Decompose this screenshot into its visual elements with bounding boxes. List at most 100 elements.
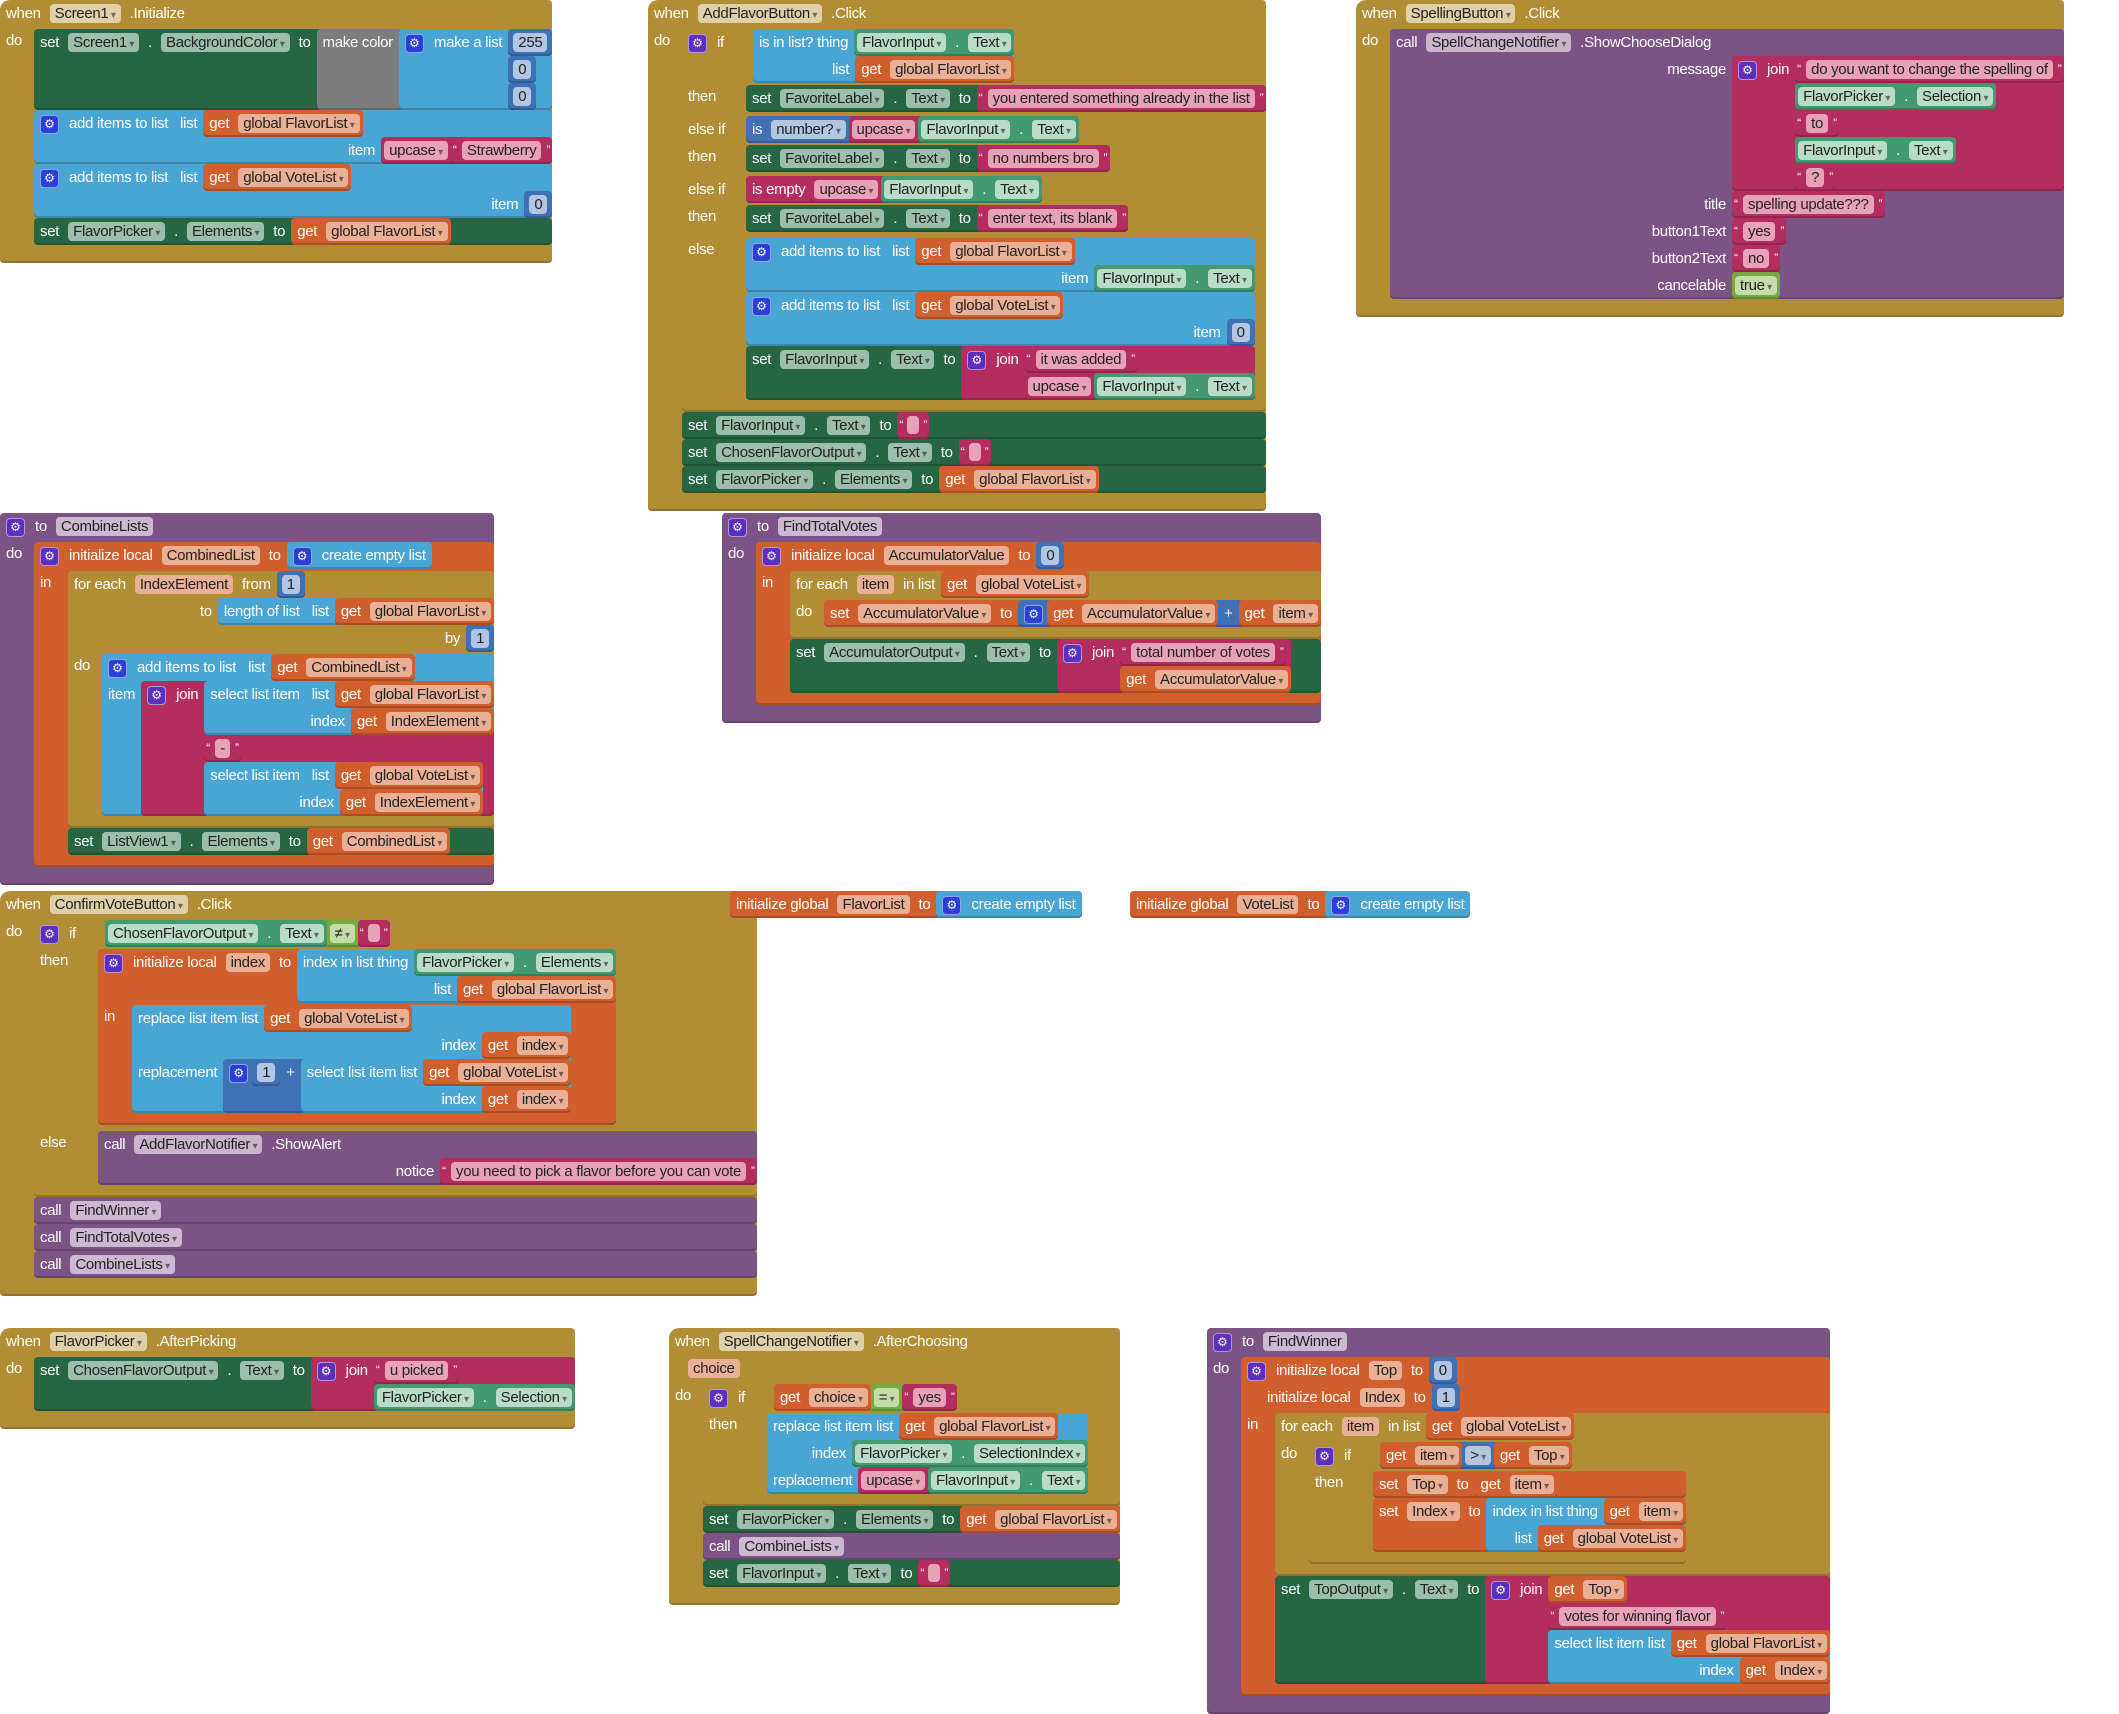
- field-name[interactable]: IndexElement: [134, 575, 233, 594]
- text-string-block[interactable]: “you entered something already in the li…: [976, 85, 1266, 112]
- mutator-gear-icon[interactable]: ⚙: [942, 896, 962, 915]
- mutator-gear-icon[interactable]: ⚙: [688, 34, 707, 53]
- field-name[interactable]: FindWinner: [1262, 1332, 1347, 1351]
- field-dropdown[interactable]: Text: [967, 33, 1012, 52]
- variable-block[interactable]: setAccumulatorValueto⚙getAccumulatorValu…: [824, 600, 1321, 627]
- field-name[interactable]: AccumulatorValue: [883, 546, 1010, 565]
- string-field[interactable]: spelling update???: [1743, 195, 1874, 214]
- mutator-gear-icon[interactable]: ⚙: [40, 925, 59, 944]
- field-dropdown[interactable]: FlavorInput: [921, 120, 1011, 139]
- mutator-gear-icon[interactable]: ⚙: [316, 1362, 336, 1381]
- text-string-block[interactable]: “-”: [204, 735, 241, 762]
- mutator-gear-icon[interactable]: ⚙: [40, 169, 59, 188]
- text-string-block[interactable]: “votes for winning flavor”: [1548, 1603, 1727, 1630]
- text-string-block[interactable]: “yes”: [902, 1384, 957, 1411]
- component_get-block[interactable]: FlavorInput.Text: [918, 116, 1079, 143]
- number-block[interactable]: 0: [1226, 319, 1255, 346]
- field-dropdown[interactable]: FlavorPicker: [49, 1332, 147, 1351]
- field-dropdown[interactable]: IndexElement: [385, 712, 492, 731]
- mutator-gear-icon[interactable]: ⚙: [104, 954, 123, 973]
- field-dropdown[interactable]: ListView1: [102, 832, 181, 851]
- control-block[interactable]: ⚙ifgetitem>getTopthensetToptogetitemsetI…: [1309, 1442, 1686, 1564]
- field-dropdown[interactable]: item: [1273, 604, 1318, 623]
- operator-dropdown[interactable]: >: [1465, 1446, 1491, 1465]
- text-block[interactable]: ⚙join“u picked”FlavorPicker.Selection: [310, 1357, 575, 1411]
- field-name[interactable]: Index: [1359, 1388, 1405, 1407]
- logic-block[interactable]: true: [1732, 272, 1780, 299]
- field-dropdown[interactable]: AccumulatorOutput: [824, 643, 965, 662]
- empty-string-field[interactable]: [928, 1564, 941, 1582]
- number-field[interactable]: 1: [257, 1063, 276, 1082]
- number-field[interactable]: 1: [471, 629, 490, 648]
- list-block[interactable]: is in list? thingFlavorInput.Textlistget…: [753, 29, 1015, 83]
- field-dropdown[interactable]: global VoteList: [238, 168, 349, 187]
- field-dropdown[interactable]: choice: [808, 1388, 868, 1407]
- field-dropdown[interactable]: global VoteList: [369, 766, 481, 785]
- component_get-block[interactable]: FlavorInput.Text: [928, 1467, 1089, 1494]
- field-dropdown[interactable]: FlavorPicker: [376, 1388, 474, 1407]
- text-string-block[interactable]: “Strawberry”: [450, 137, 553, 164]
- string-field[interactable]: to: [1806, 114, 1829, 133]
- field-dropdown[interactable]: Elements: [834, 470, 913, 489]
- field-dropdown[interactable]: Top: [1528, 1446, 1570, 1465]
- text-string-block[interactable]: “you need to pick a flavor before you ca…: [440, 1158, 758, 1185]
- field-dropdown[interactable]: FavoriteLabel: [780, 149, 885, 168]
- component_get-block[interactable]: FlavorPicker.Selection: [373, 1384, 575, 1411]
- field-dropdown[interactable]: Text: [1414, 1580, 1459, 1599]
- field-name[interactable]: VoteList: [1237, 895, 1299, 914]
- empty-string-field[interactable]: [968, 443, 981, 461]
- field-dropdown[interactable]: Text: [906, 149, 950, 168]
- component_get-block[interactable]: FlavorInput.Text: [1795, 137, 1956, 164]
- field-dropdown[interactable]: global FlavorList: [326, 222, 448, 241]
- mutator-gear-icon[interactable]: ⚙: [40, 115, 59, 134]
- text-string-block[interactable]: “total number of votes”: [1120, 639, 1286, 666]
- number-field[interactable]: 1: [1436, 1388, 1455, 1407]
- text-string-block[interactable]: “no”: [1732, 245, 1781, 272]
- field-dropdown[interactable]: upcase: [384, 141, 448, 160]
- field-dropdown[interactable]: CombinedList: [341, 832, 447, 851]
- text-string-block[interactable]: “spelling update???”: [1732, 191, 1885, 218]
- field-dropdown[interactable]: number?: [771, 120, 846, 139]
- field-dropdown[interactable]: Text: [888, 443, 932, 462]
- text-string-block[interactable]: “”: [918, 1560, 951, 1587]
- text-block[interactable]: upcaseFlavorInput.Text: [858, 1467, 1089, 1494]
- field-dropdown[interactable]: upcase: [861, 1471, 926, 1490]
- number-block[interactable]: 1: [252, 1059, 281, 1086]
- operator-dropdown[interactable]: =: [873, 1388, 900, 1407]
- field-dropdown[interactable]: Index: [1774, 1661, 1827, 1680]
- field-dropdown[interactable]: ConfirmVoteButton: [49, 895, 188, 914]
- field-dropdown[interactable]: FlavorPicker: [417, 953, 515, 972]
- string-field[interactable]: total number of votes: [1131, 643, 1275, 662]
- field-dropdown[interactable]: ChosenFlavorOutput: [108, 924, 259, 943]
- number-block[interactable]: 0: [1036, 542, 1065, 569]
- operator-dropdown[interactable]: ≠: [329, 924, 355, 943]
- string-field[interactable]: -: [215, 739, 230, 758]
- block-stack[interactable]: whenSpellChangeNotifier.AfterChoosingcho…: [669, 1328, 1120, 1605]
- field-dropdown[interactable]: Text: [1908, 141, 1953, 160]
- field-dropdown[interactable]: Text: [240, 1361, 284, 1380]
- block-stack[interactable]: whenFlavorPicker.AfterPickingdosetChosen…: [0, 1328, 575, 1429]
